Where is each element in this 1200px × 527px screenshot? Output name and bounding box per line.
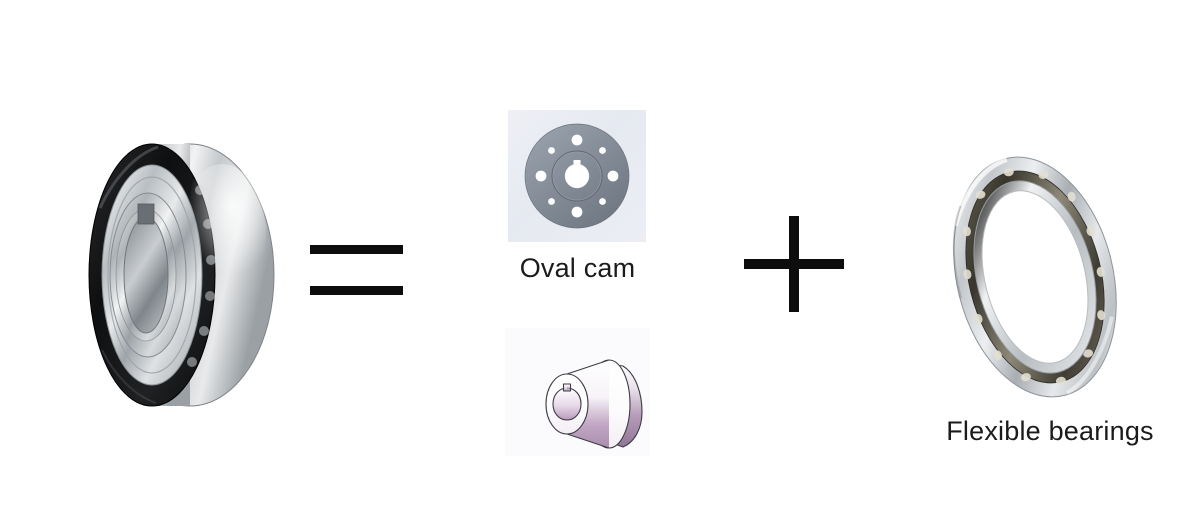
- plus-bar-vertical: [789, 216, 799, 312]
- equals-bar-top: [310, 245, 403, 254]
- flexible-bearing-image: [940, 148, 1130, 406]
- wave-generator-assembly-image: [40, 138, 276, 412]
- keyway-slot: [137, 203, 155, 225]
- cam-bolt-holes: [535, 134, 619, 218]
- keyed-bore: [123, 203, 169, 334]
- cam-keyed-bore: [564, 160, 590, 189]
- flexible-bearings-label: Flexible bearings: [946, 416, 1154, 446]
- cam-hub-solid: [545, 359, 643, 449]
- equals-bar-bottom: [310, 286, 403, 295]
- cam-hub-image: [505, 328, 650, 456]
- oval-cam-image: [508, 110, 646, 242]
- cam-hub-ring: [551, 150, 603, 202]
- bearing-bore: [981, 190, 1089, 364]
- plus-sign: [744, 216, 844, 312]
- oval-cam-label: Oval cam: [519, 253, 636, 283]
- equals-sign: [310, 240, 406, 300]
